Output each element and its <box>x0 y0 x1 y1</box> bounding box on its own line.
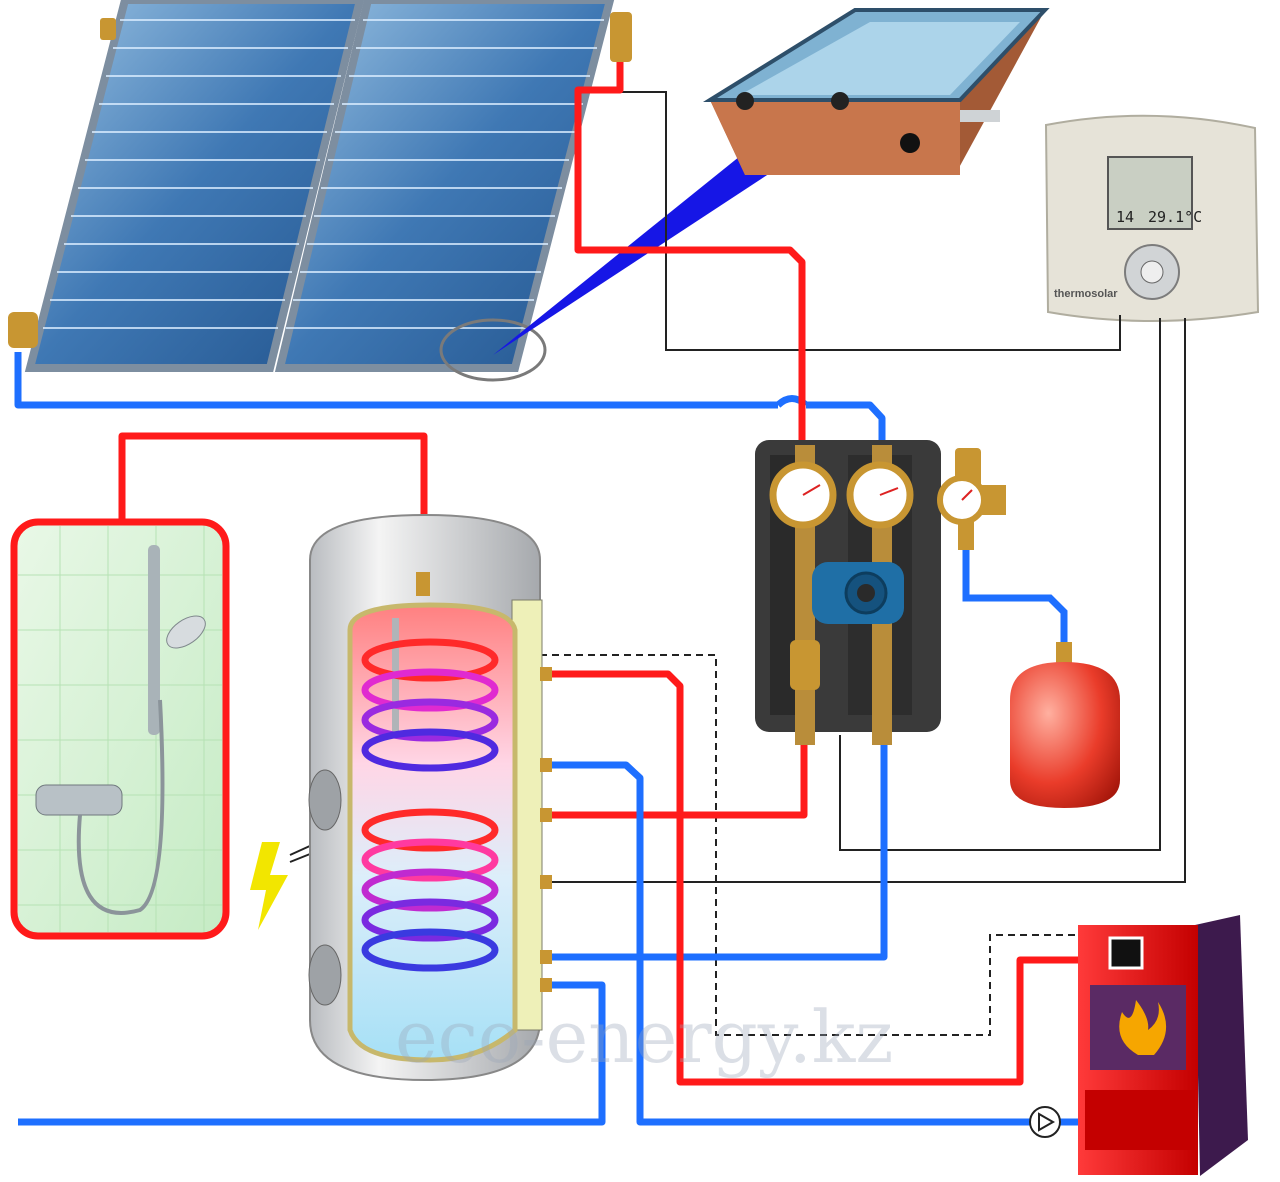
collector-absorber-stripes <box>43 19 604 329</box>
shower-rail-icon <box>148 545 160 735</box>
shower-room <box>10 518 230 940</box>
flame-icon <box>1119 1000 1167 1055</box>
station-to-tank-cold-pipe <box>548 740 888 961</box>
electric-heater-icon <box>250 842 288 930</box>
boiler-door-window <box>1108 936 1144 970</box>
lower-heat-exchanger-coil <box>361 808 499 972</box>
boiler-loop-cold-pipe <box>548 761 1080 1126</box>
controller-display <box>1107 156 1193 230</box>
upper-heat-exchanger-coil <box>361 638 499 772</box>
collector-detail-highlight <box>439 318 547 382</box>
station-to-tank-hot-pipe <box>548 740 808 819</box>
expansion-vessel-pipe <box>962 550 1068 645</box>
solar-collector-right <box>274 0 615 372</box>
shower-mixer-icon <box>35 784 123 816</box>
cold-water-inlet-pipe <box>18 981 606 1126</box>
shower-head-icon <box>166 615 206 649</box>
shower-hose-icon <box>76 699 165 915</box>
solar-loop-hot-pipe <box>574 62 806 445</box>
tank-inspection-flanges <box>308 769 342 1006</box>
watermark: eco-energy.kz <box>395 995 893 1079</box>
display-reading-left: 14 <box>1116 208 1134 226</box>
solid-fuel-boiler <box>1078 915 1248 1176</box>
hot-water-supply-pipe <box>118 432 428 578</box>
display-reading-right: 29.1°C <box>1148 208 1202 226</box>
tank-connectors <box>540 667 552 992</box>
controller-brand: thermosolar <box>1054 288 1118 300</box>
dashed-sensor-wires <box>540 654 1078 1036</box>
solar-pump-station <box>755 440 941 745</box>
solar-collector-left <box>24 0 365 372</box>
boiler-loop-hot-pipe <box>548 670 1080 1086</box>
solar-controller: 14 29.1°C thermosolar <box>1044 114 1260 322</box>
collector-cross-section <box>702 8 1050 175</box>
expansion-vessel <box>1010 642 1120 808</box>
safety-group <box>937 448 1006 550</box>
boiler-pump-icon <box>1029 1106 1061 1138</box>
collector-fittings <box>8 12 632 348</box>
controller-center-button[interactable] <box>1140 260 1164 284</box>
